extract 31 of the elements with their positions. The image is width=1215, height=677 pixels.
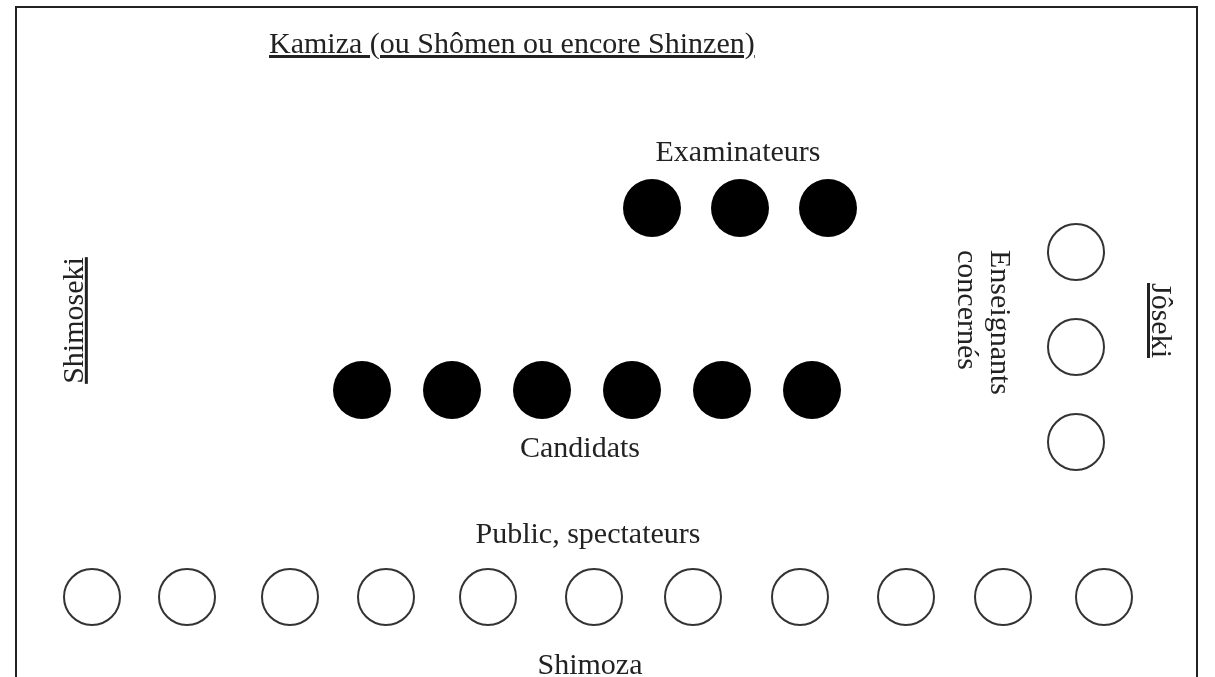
empty-circle bbox=[1047, 413, 1105, 471]
room-side-heading: Shimoza bbox=[537, 646, 643, 677]
empty-circle bbox=[158, 568, 216, 626]
filled-circle bbox=[693, 361, 751, 419]
filled-circle bbox=[711, 179, 769, 237]
group-heading: Examinateurs bbox=[655, 133, 821, 167]
empty-circle bbox=[664, 568, 722, 626]
group-heading: Candidats bbox=[520, 429, 640, 463]
empty-circle bbox=[1047, 318, 1105, 376]
empty-circle bbox=[459, 568, 517, 626]
filled-circle bbox=[783, 361, 841, 419]
empty-circle bbox=[63, 568, 121, 626]
empty-circle bbox=[1075, 568, 1133, 626]
empty-circle bbox=[877, 568, 935, 626]
empty-circle bbox=[1047, 223, 1105, 281]
filled-circle bbox=[623, 179, 681, 237]
empty-circle bbox=[974, 568, 1032, 626]
group-heading: Public, spectateurs bbox=[475, 515, 701, 549]
empty-circle bbox=[565, 568, 623, 626]
filled-circle bbox=[799, 179, 857, 237]
room-side-heading: Kamiza (ou Shômen ou encore Shinzen) bbox=[269, 25, 755, 59]
room-side-heading: Shimoseki bbox=[55, 256, 89, 384]
filled-circle bbox=[603, 361, 661, 419]
empty-circle bbox=[261, 568, 319, 626]
filled-circle bbox=[333, 361, 391, 419]
group-heading: Enseignants concernés bbox=[952, 250, 1018, 397]
filled-circle bbox=[513, 361, 571, 419]
filled-circle bbox=[423, 361, 481, 419]
room-side-heading: Jôseki bbox=[1145, 282, 1179, 358]
empty-circle bbox=[771, 568, 829, 626]
empty-circle bbox=[357, 568, 415, 626]
